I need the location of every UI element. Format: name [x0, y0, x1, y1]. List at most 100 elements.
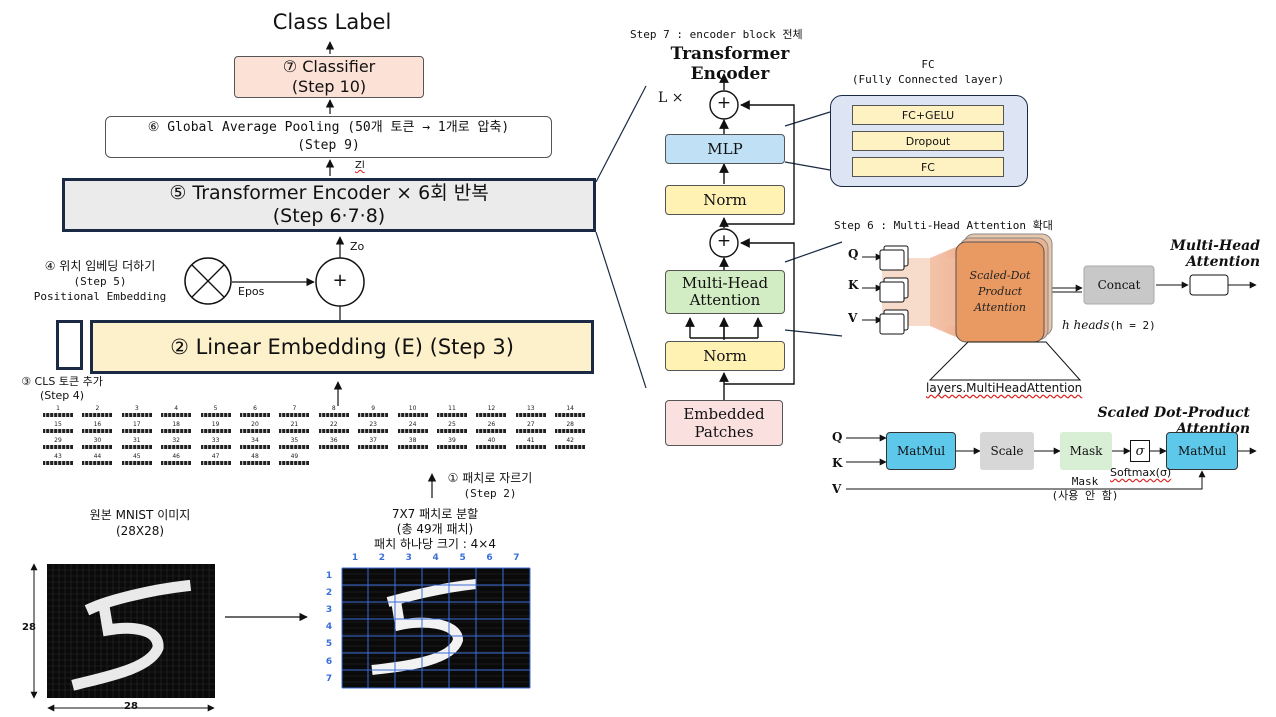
patch-thumbnail — [240, 413, 270, 417]
sdpa-v: V — [832, 482, 842, 496]
sigma-box: σ — [1130, 440, 1150, 462]
encoder-band-step: (Step 6·7·8) — [272, 205, 386, 227]
patch-number: 46 — [172, 453, 180, 460]
zl-label: Zl — [355, 160, 365, 171]
grid-row-label: 2 — [325, 588, 333, 599]
mha-box: Multi-Head Attention — [665, 270, 785, 314]
patch-number: 17 — [132, 421, 141, 428]
patch-number: 3 — [134, 405, 139, 412]
patch-thumbnail — [397, 429, 428, 433]
patch-cut-text: ① 패치로 자르기 (Step 2) — [410, 470, 570, 502]
mha-v: V — [848, 311, 858, 325]
gap-step: (Step 9) — [297, 138, 360, 153]
encoder-band: ⑤ Transformer Encoder × 6회 반복 (Step 6·7·… — [62, 178, 596, 232]
mha-line2: Attention — [689, 291, 761, 309]
patch-number: 19 — [211, 421, 220, 428]
patch-number: 10 — [408, 405, 417, 412]
patch-thumbnail — [318, 445, 349, 449]
matmul1-label: MatMul — [896, 444, 946, 458]
patch-thumbnail — [121, 413, 152, 417]
patch-number: 32 — [172, 437, 180, 444]
patch-number: 20 — [251, 421, 259, 428]
dimension-arrows — [30, 563, 215, 712]
patch-thumbnail — [358, 429, 389, 433]
patch-number: 47 — [211, 453, 220, 460]
patch-number: 16 — [93, 421, 102, 428]
grid-row-label: 5 — [325, 639, 333, 650]
mask-note-line2: (사용 안 함) — [1051, 489, 1119, 502]
matmul2-box: MatMul — [1166, 432, 1238, 470]
patch-number: 13 — [526, 405, 535, 412]
patch-thumbnail — [82, 429, 113, 433]
patch-number: 28 — [566, 421, 574, 428]
heads-label: h heads(h = 2) — [1062, 318, 1156, 332]
grid-col-label: 3 — [405, 553, 412, 563]
patch-number: 6 — [253, 405, 257, 412]
patch-thumbnail — [43, 413, 73, 417]
grid-row-label: 4 — [325, 622, 333, 633]
patch-thumbnail — [279, 445, 310, 449]
grid-col-label: 5 — [459, 553, 466, 563]
mnist-caption: 원본 MNIST 이미지 (28X28) — [60, 507, 220, 539]
class-label: Class Label — [272, 10, 392, 34]
heads-italic: h heads — [1062, 318, 1110, 332]
patch-number: 21 — [290, 421, 299, 428]
cls-token-text: ③ CLS 토큰 추가 (Step 4) — [20, 375, 104, 403]
patch-number: 33 — [211, 437, 220, 444]
step6-label: Step 6 : Multi-Head Attention 확대 — [834, 219, 1053, 232]
patch-thumbnail — [200, 445, 231, 449]
grid-col-label: 2 — [378, 553, 386, 563]
patch-number: 24 — [408, 421, 417, 428]
mask-note-line1: Mask — [1071, 475, 1099, 488]
patch-number: 22 — [329, 421, 338, 428]
patch-number: 7 — [292, 405, 297, 412]
classifier-step: (Step 10) — [291, 77, 367, 96]
positional-embedding-text: ④ 위치 임베딩 더하기 (Step 5) Positional Embeddi… — [20, 259, 180, 304]
norm-top-box: Norm — [665, 185, 785, 215]
patch-thumbnail — [121, 445, 152, 449]
mnist-line2: (28X28) — [115, 524, 165, 538]
gap-box: ⑥ Global Average Pooling (50개 토큰 → 1개로 압… — [105, 116, 552, 158]
patch-thumbnail — [121, 429, 152, 433]
patch-thumbnail — [397, 445, 428, 449]
patch-grid-image — [341, 567, 531, 689]
patch-thumbnail — [279, 429, 310, 433]
patch-number: 31 — [132, 437, 141, 444]
sdpa-zoom-trapezoid — [928, 341, 1082, 381]
epos-label: Epos — [238, 285, 265, 298]
embedded-line1: Embedded — [683, 405, 765, 423]
lx-label: L × — [658, 90, 684, 106]
embedded-patches-box: Embedded Patches — [665, 400, 783, 446]
patch-thumbnail — [43, 461, 73, 465]
patch-number: 25 — [448, 421, 456, 428]
patch-thumbnail — [279, 461, 310, 465]
grid-col-label: 7 — [513, 553, 520, 563]
mha-panel-title: Multi-Head Attention — [1170, 238, 1260, 270]
patch-number: 42 — [566, 437, 574, 444]
patch-number: 11 — [448, 405, 456, 412]
add-circle — [315, 257, 365, 307]
patch-number: 49 — [290, 453, 299, 460]
patch-thumbnail — [161, 429, 192, 433]
patch-thumbnail — [555, 413, 586, 417]
patch-number: 1 — [56, 405, 60, 412]
fc-title: FC (Fully Connected layer) — [830, 57, 1026, 87]
scale-box: Scale — [980, 432, 1034, 470]
patch-number: 30 — [93, 437, 102, 444]
encoder-band-label: ⑤ Transformer Encoder × 6회 반복 — [169, 182, 489, 204]
patch-number: 38 — [408, 437, 417, 444]
encoder-flow — [685, 73, 795, 400]
patch-number: 23 — [369, 421, 377, 428]
sdpa-head-line2: Product — [978, 285, 1022, 298]
patch-thumbnail — [161, 445, 192, 449]
cls-token-box — [56, 320, 83, 370]
patch-number: 26 — [487, 421, 496, 428]
patch-number: 12 — [487, 405, 496, 412]
zo-label: Zo — [350, 240, 365, 253]
patch-thumbnail — [43, 445, 73, 449]
norm-top-label: Norm — [703, 191, 747, 209]
grid-col-label: 4 — [432, 553, 439, 563]
